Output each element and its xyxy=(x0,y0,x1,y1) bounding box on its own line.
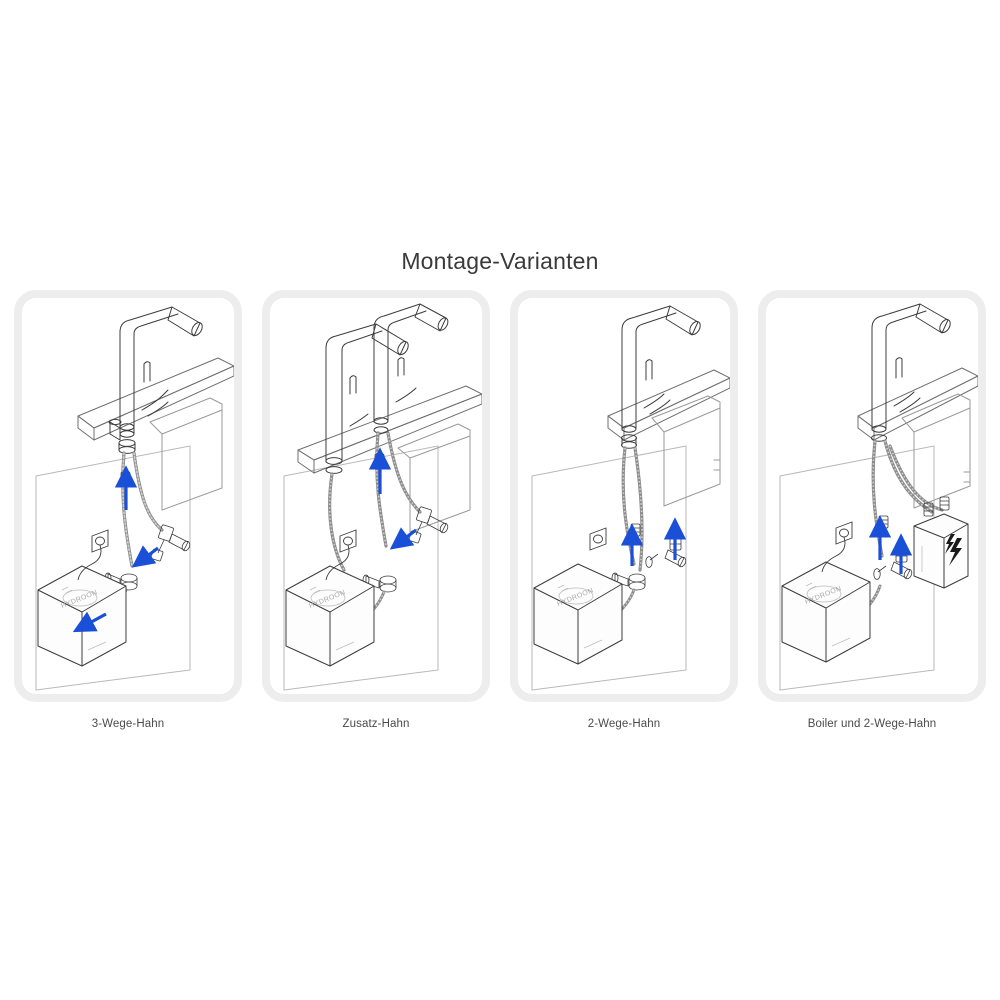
panel-3-wege-hahn[interactable]: HYDROON xyxy=(14,290,242,702)
panel-boiler-und-2-wege-hahn[interactable]: HYDROON xyxy=(758,290,986,702)
illustration-boiler-2-wege-hahn: HYDROON xyxy=(766,298,978,694)
caption-zusatz-hahn: Zusatz-Hahn xyxy=(342,718,410,730)
panel-row: HYDROON xyxy=(14,290,986,702)
arrow-valve xyxy=(389,527,417,550)
caption-boiler-und-2-wege-hahn: Boiler und 2-Wege-Hahn xyxy=(807,718,937,730)
page-title: Montage-Varianten xyxy=(401,248,599,274)
illustration-3-wege-hahn: HYDROON xyxy=(22,298,234,694)
high-voltage-bolt-icon xyxy=(949,538,962,566)
panel-zusatz-hahn[interactable]: HYDROON xyxy=(262,290,490,702)
illustration-2-wege-hahn: HYDROON xyxy=(518,298,730,694)
illustration-zusatz-hahn: HYDROON xyxy=(270,298,482,694)
panel-2-wege-hahn[interactable]: HYDROON xyxy=(510,290,738,702)
caption-row: 3-Wege-Hahn Zusatz-Hahn 2-Wege-Hahn Boil… xyxy=(14,712,986,736)
caption-2-wege-hahn: 2-Wege-Hahn xyxy=(587,718,661,730)
arrow-valve xyxy=(131,545,159,568)
caption-3-wege-hahn: 3-Wege-Hahn xyxy=(91,718,165,730)
arrow-tank-inlet xyxy=(72,611,107,633)
